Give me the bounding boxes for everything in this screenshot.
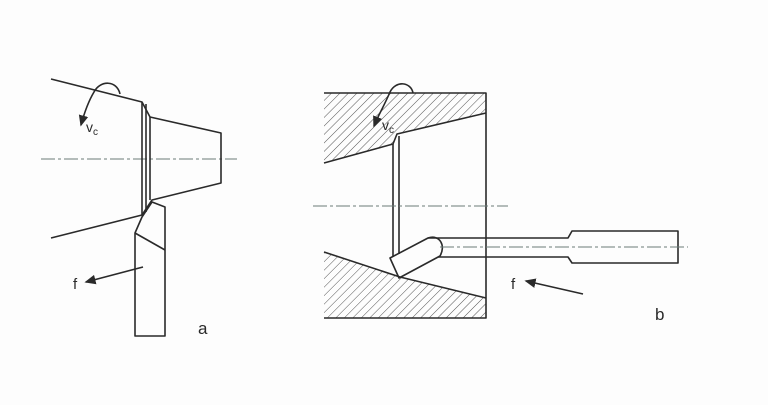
- bore-upper-line: [323, 112, 487, 164]
- feed-label-a: f: [73, 276, 78, 293]
- boring-tool-insert: [389, 236, 444, 279]
- tool-rake-line-a: [134, 232, 166, 251]
- rotation-arrow-icon-b: [373, 83, 414, 128]
- panel-label-a: a: [198, 319, 208, 338]
- figure-b-internal-boring: vc f b: [313, 83, 688, 324]
- cutting-tool-a: [134, 201, 166, 337]
- workpiece-section-upper: [324, 93, 486, 163]
- rotation-arrow-icon-a: [78, 82, 121, 127]
- cutting-speed-label-a: vc: [86, 119, 98, 138]
- panel-label-b: b: [655, 305, 664, 324]
- figure-a-external-turning: vc f a: [41, 78, 237, 338]
- feed-arrow-icon-a: [84, 266, 144, 285]
- feed-label-b: f: [511, 276, 516, 293]
- feed-arrow-icon-b: [524, 278, 584, 295]
- workpiece-outline-a: [50, 78, 222, 239]
- cutting-speed-label-b: vc: [382, 117, 394, 136]
- workpiece-section-lower: [324, 252, 486, 318]
